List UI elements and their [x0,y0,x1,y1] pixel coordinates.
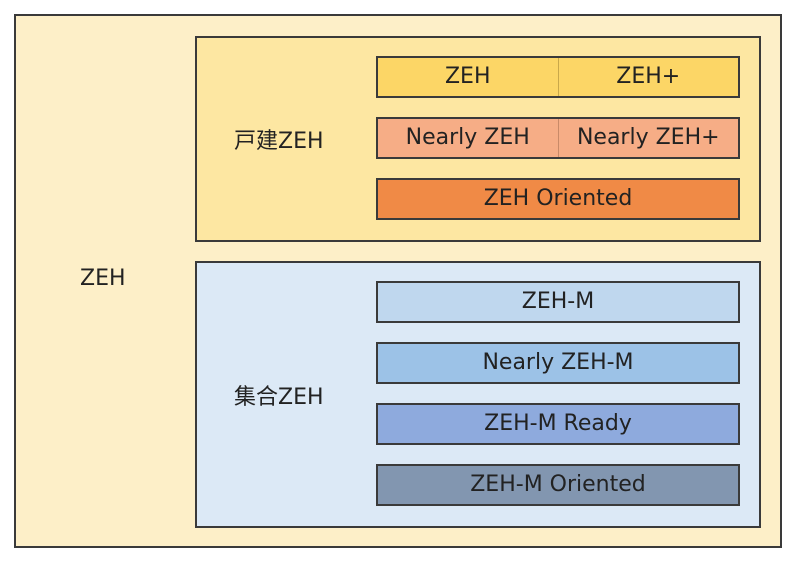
zeh-oriented-box: ZEH Oriented [376,178,740,220]
detached-row-nearly-zeh: Nearly ZEH Nearly ZEH+ [376,117,740,159]
zeh-m-oriented-box: ZEH-M Oriented [376,464,740,506]
row-divider [557,119,559,157]
detached-row-zeh: ZEH ZEH+ [376,56,740,98]
zeh-m-box: ZEH-M [376,281,740,323]
condo-zeh-label: 集合ZEH [234,385,324,410]
zeh-cell: ZEH [444,64,491,89]
nearly-zeh-cell: Nearly ZEH [405,125,530,150]
detached-zeh-label: 戸建ZEH [234,129,324,154]
zeh-outer-label: ZEH [80,266,126,291]
zeh-m-ready-box: ZEH-M Ready [376,403,740,445]
nearly-zeh-plus-cell: Nearly ZEH+ [576,125,720,150]
zeh-plus-cell: ZEH+ [616,64,681,89]
row-divider [557,58,559,96]
nearly-zeh-m-box: Nearly ZEH-M [376,342,740,384]
